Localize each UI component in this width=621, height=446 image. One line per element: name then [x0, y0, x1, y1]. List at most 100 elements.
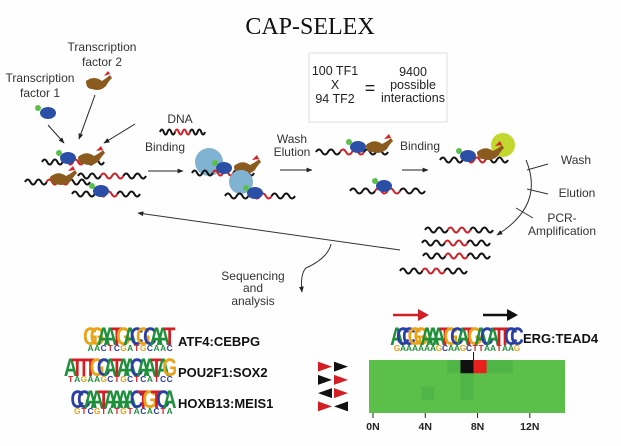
motif-label-erg-tead4: ERG:TEAD4 — [523, 331, 599, 346]
dna-label: DNA — [167, 112, 192, 126]
logo-letter: A — [454, 343, 460, 353]
tf1-label-line2: factor 1 — [20, 86, 60, 100]
orientation-triangle-icon — [334, 401, 348, 412]
return-arrow-next-cycle — [137, 211, 401, 251]
elution-label: Elution — [559, 186, 596, 200]
logo-letter: T — [81, 406, 87, 416]
logo-letter: G — [120, 374, 127, 384]
tf1-protein-icon — [372, 178, 392, 192]
figure-title: CAP-SELEX — [245, 14, 374, 40]
logo-letter: G — [83, 322, 98, 350]
logo-letter: C — [504, 322, 518, 350]
logo-letter: G — [116, 322, 131, 350]
orientation-triangle-icon — [334, 388, 348, 399]
tf2-protein-icon — [78, 146, 105, 165]
logo-letter: G — [136, 322, 151, 350]
spacing-heatmap — [369, 352, 565, 413]
logo-letter: G — [74, 406, 81, 416]
logo-letter: C — [130, 322, 144, 350]
pcr-label-line1: PCR- — [547, 211, 576, 225]
logo-letter: A — [103, 353, 117, 381]
logo-letter: G — [460, 343, 467, 353]
arrow-tf2-to-pool — [78, 94, 96, 140]
sequencing-label-line1: Sequencing — [221, 269, 284, 283]
logo-letter: A — [123, 385, 137, 413]
logo-letter: A — [87, 343, 93, 353]
logo-letter: T — [114, 374, 120, 384]
logo-letter: A — [74, 374, 80, 384]
orientation-triangle-icon — [318, 388, 332, 399]
logo-letter: T — [499, 322, 511, 350]
logo-letter: A — [486, 322, 500, 350]
amplified-dna-strand — [399, 267, 468, 275]
orientation-legend — [318, 361, 348, 412]
logo-letter: A — [156, 322, 170, 350]
logo-letter: T — [108, 343, 114, 353]
logo-letter: C — [480, 322, 494, 350]
logo-letter: T — [138, 385, 150, 413]
logo-letter: C — [140, 406, 146, 416]
binding-step-2-label: Binding — [400, 139, 440, 153]
logo-letter: T — [68, 374, 74, 384]
logo-letter: A — [136, 353, 150, 381]
tf2-count: 94 TF2 — [315, 92, 354, 106]
logo-letter: A — [97, 322, 111, 350]
logo-letter: A — [502, 343, 508, 353]
logo-letter: T — [493, 322, 505, 350]
logo-letter: G — [444, 322, 459, 350]
logo-letter: A — [167, 406, 173, 416]
logo-letter: C — [510, 322, 524, 350]
logo-letter: C — [396, 322, 410, 350]
logo-letter: A — [150, 322, 164, 350]
erg-direction-arrow — [393, 309, 429, 321]
elution-tick — [526, 188, 549, 195]
logo-letter: A — [143, 353, 157, 381]
amplified-dna-strand — [424, 226, 494, 234]
heatmap-cell — [499, 360, 513, 374]
interaction-text-1: possible — [390, 78, 436, 92]
logo-letter: G — [143, 385, 158, 413]
motif-logo-layer: GAGAACATTCGGAACTGGCCAAAATCATTATGTAGACGAC… — [64, 322, 524, 416]
logo-letter: C — [87, 406, 93, 416]
logo-letter: A — [448, 343, 454, 353]
logo-letter: G — [120, 343, 127, 353]
logo-letter: T — [439, 322, 451, 350]
logo-letter: T — [463, 322, 475, 350]
heatmap-cell — [460, 373, 474, 387]
logo-letter: A — [390, 322, 404, 350]
heatmap-cell — [421, 386, 435, 400]
heatmap-cell — [486, 360, 500, 374]
arc-arrow-amplification — [496, 159, 532, 236]
logo-letter: C — [156, 385, 170, 413]
logo-letter: G — [94, 406, 101, 416]
interaction-total: 9400 — [399, 65, 427, 79]
tf2-label: Transcription factor 2 — [68, 40, 137, 69]
logo-letter: C — [160, 374, 166, 384]
logo-letter: A — [484, 343, 490, 353]
logo-letter: A — [490, 343, 496, 353]
x-tick-label: 4N — [419, 421, 432, 433]
motif-label-atf4-cebpg: ATF4:CEBPG — [178, 334, 260, 349]
logo-letter: T — [164, 322, 176, 350]
logo-letter: G — [120, 406, 127, 416]
logo-letter: A — [103, 385, 117, 413]
logo-letter: A — [430, 343, 436, 353]
pcr-tick — [515, 207, 534, 219]
logo-letter: A — [110, 385, 124, 413]
logo-letter: C — [97, 353, 111, 381]
logo-letter: T — [111, 353, 123, 381]
logo-letter: G — [90, 353, 105, 381]
heatmap-cell — [460, 386, 474, 400]
logo-letter: A — [123, 322, 137, 350]
pool-dna-strand — [77, 172, 147, 180]
logo-letter: A — [134, 406, 140, 416]
tf1-label-line1: Transcription — [6, 71, 75, 85]
logo-letter: C — [107, 374, 113, 384]
logo-letter: C — [402, 322, 416, 350]
logo-letter: C — [70, 385, 84, 413]
tf1-protein-icon — [56, 150, 76, 164]
logo-letter: C — [130, 385, 144, 413]
logo-letter: T — [101, 406, 107, 416]
